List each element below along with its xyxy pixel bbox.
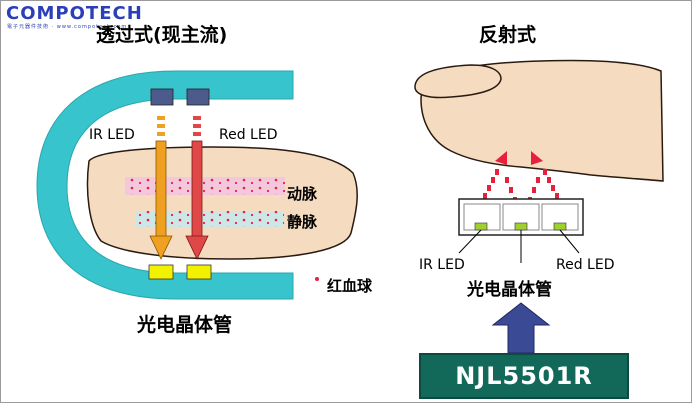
red-light-arrow — [185, 116, 209, 260]
ir-led-chip-right — [474, 222, 488, 231]
ir-led-emitter — [150, 88, 174, 106]
finger-clip — [36, 70, 294, 300]
finger-left — [86, 146, 358, 260]
rbc-legend-dot — [315, 277, 319, 281]
part-pointer-arrow — [491, 302, 551, 354]
logo-tagline: 電子元器件技術 · www.compotech.com — [7, 24, 128, 30]
ir-led-label-right: IR LED — [419, 257, 465, 273]
ir-led-leader — [458, 229, 482, 254]
phototransistor-label-right: 光电晶体管 — [466, 279, 552, 300]
ir-led-label-left: IR LED — [89, 127, 135, 143]
right-title: 反射式 — [479, 23, 536, 46]
red-led-emitter — [186, 88, 210, 106]
left-title: 透过式(现主流) — [96, 23, 227, 46]
red-led-leader — [559, 229, 580, 254]
red-led-label-left: Red LED — [219, 127, 277, 143]
rbc-label: 红血球 — [327, 277, 373, 295]
artery-label: 动脉 — [287, 185, 318, 203]
fingernail — [414, 64, 502, 99]
compotech-logo: COMPOTECH — [6, 3, 143, 24]
ir-light-arrow — [149, 116, 173, 260]
photodetector-left-a — [148, 264, 174, 280]
sensor-package — [458, 198, 584, 236]
red-led-chip-right — [553, 222, 567, 231]
reflection-arrows — [483, 151, 559, 215]
photodetector-left-b — [186, 264, 212, 280]
phototransistor-label-left: 光电晶体管 — [136, 313, 232, 336]
part-number-badge: NJL5501R — [419, 353, 629, 399]
detector-chip-right — [514, 222, 528, 231]
red-led-label-right: Red LED — [556, 257, 614, 273]
vein-label: 静脉 — [287, 213, 318, 231]
